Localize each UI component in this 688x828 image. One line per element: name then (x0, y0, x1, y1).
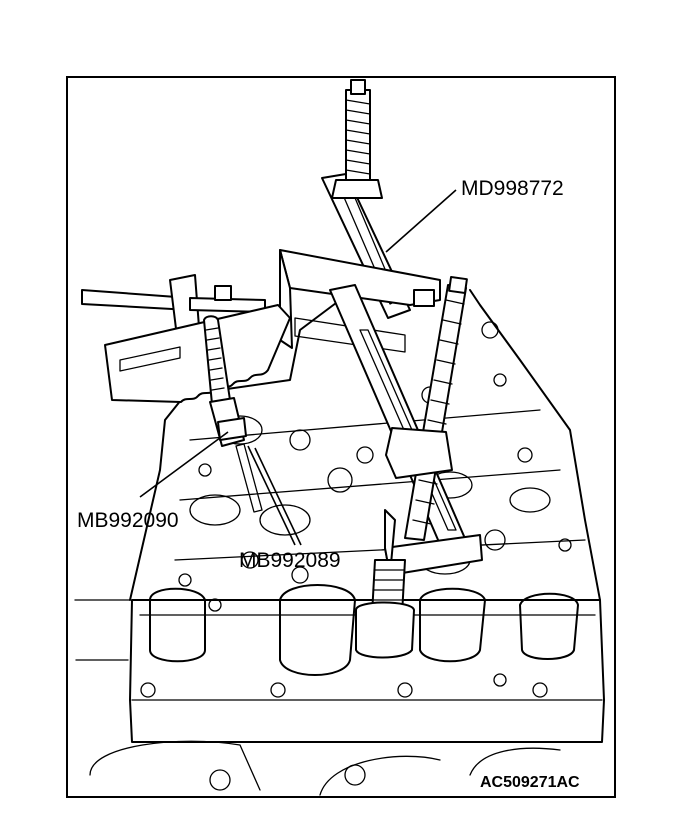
mb992089-pin (235, 443, 263, 513)
label-mb992090: MB992090 (77, 509, 179, 532)
figure-frame (66, 76, 616, 798)
bottom-screw (355, 559, 415, 659)
top-screw (331, 79, 383, 199)
leader-mb992089-a (247, 445, 296, 546)
md998772-compressor (81, 79, 483, 659)
mb992090-adapter (203, 315, 247, 447)
label-mb992089: MB992089 (239, 549, 341, 572)
leader-mb992090 (139, 431, 229, 498)
right-screw (385, 275, 468, 541)
leader-mb992089-b (254, 447, 302, 546)
figure-code: AC509271AC (480, 774, 580, 791)
label-md998772: MD998772 (461, 177, 564, 200)
leader-md998772 (385, 189, 457, 253)
